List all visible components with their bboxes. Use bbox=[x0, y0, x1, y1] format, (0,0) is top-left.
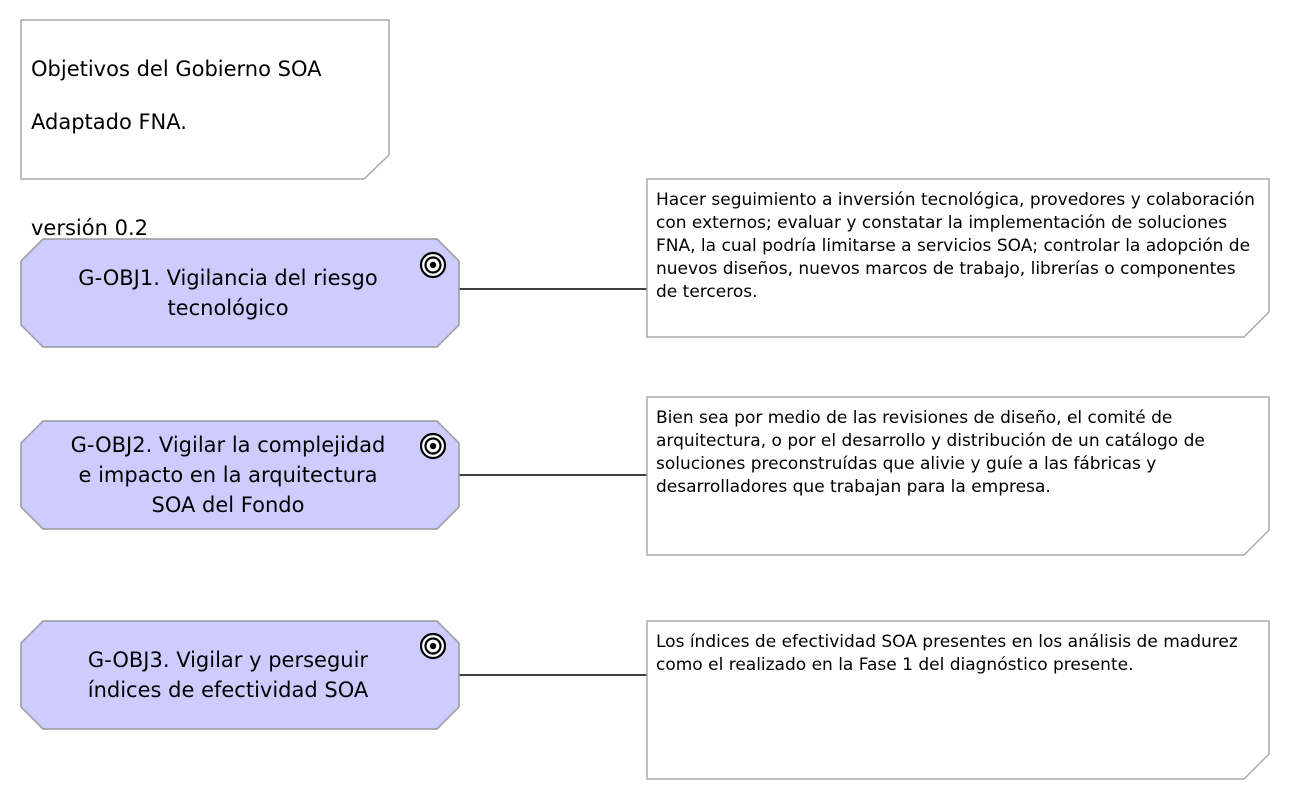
title-line-2: Adaptado FNA. bbox=[31, 110, 187, 134]
target-icon bbox=[419, 632, 447, 660]
goal-label-g-obj1: G-OBJ1. Vigilancia del riesgo tecnológic… bbox=[78, 266, 378, 320]
note-text-g-obj2: Bien sea por medio de las revisiones de … bbox=[656, 408, 1205, 497]
target-icon bbox=[419, 432, 447, 460]
title-line-1: Objetivos del Gobierno SOA bbox=[31, 57, 322, 81]
goal-label-g-obj3: G-OBJ3. Vigilar y perseguir índices de e… bbox=[87, 648, 369, 702]
target-icon bbox=[419, 251, 447, 279]
note-shape-g-obj3[interactable] bbox=[646, 620, 1270, 780]
title-note: Objetivos del Gobierno SOA Adaptado FNA.… bbox=[31, 31, 381, 266]
goal-label-g-obj2: G-OBJ2. Vigilar la complejidad e impacto… bbox=[70, 433, 386, 517]
note-text-g-obj1: Hacer seguimiento a inversión tecnológic… bbox=[656, 190, 1255, 302]
goal-shape-g-obj1[interactable] bbox=[20, 238, 460, 348]
title-note-shape bbox=[20, 19, 390, 180]
note-text-g-obj3: Los índices de efectividad SOA presentes… bbox=[656, 632, 1238, 675]
note-shape-g-obj1[interactable] bbox=[646, 178, 1270, 338]
goal-shape-g-obj2[interactable] bbox=[20, 420, 460, 530]
goal-shape-g-obj3[interactable] bbox=[20, 620, 460, 730]
note-shape-g-obj2[interactable] bbox=[646, 396, 1270, 556]
version-label: versión 0.2 bbox=[31, 216, 148, 240]
